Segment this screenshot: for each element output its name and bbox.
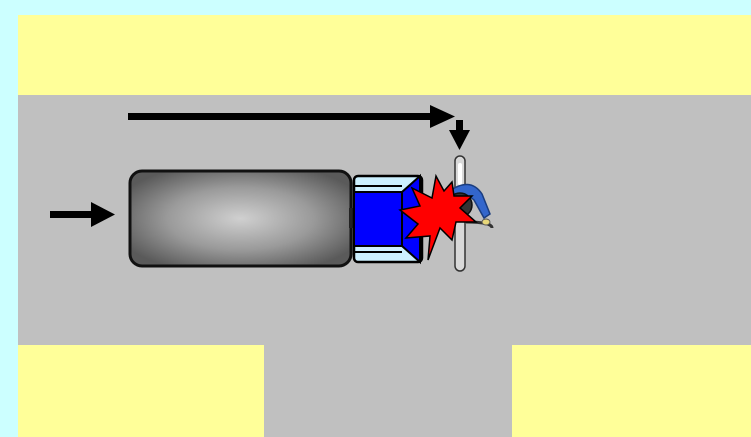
bottom-left-sidewalk xyxy=(18,345,264,437)
top-sidewalk xyxy=(18,15,751,95)
side-street xyxy=(264,345,512,437)
bottom-right-sidewalk xyxy=(512,345,751,437)
arrow-right-icon xyxy=(50,202,115,227)
truck-trailer xyxy=(128,169,353,268)
collision-burst-icon xyxy=(398,173,478,261)
truck-top-view xyxy=(128,169,424,268)
arrow-right-then-down-icon xyxy=(128,105,470,150)
